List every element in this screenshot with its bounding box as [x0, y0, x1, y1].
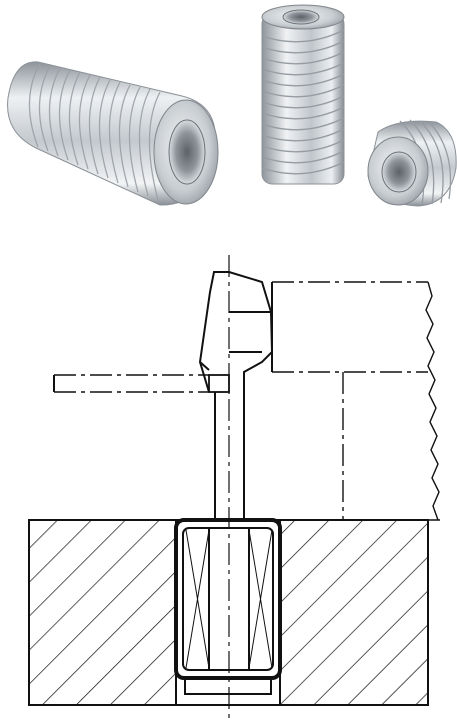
photos-svg	[7, 4, 457, 207]
insert-long-horizontal	[7, 61, 219, 206]
base-block	[28, 519, 429, 706]
product-photos	[0, 0, 457, 225]
drawing-svg	[28, 255, 440, 718]
clamp-body-phantom	[271, 281, 440, 521]
threaded-insert-section	[174, 518, 282, 695]
horizontal-arm	[53, 374, 230, 393]
pin-body	[198, 271, 274, 520]
insert-short-angled	[367, 119, 457, 207]
insert-tall-vertical	[261, 4, 345, 185]
technical-drawing	[0, 225, 457, 725]
